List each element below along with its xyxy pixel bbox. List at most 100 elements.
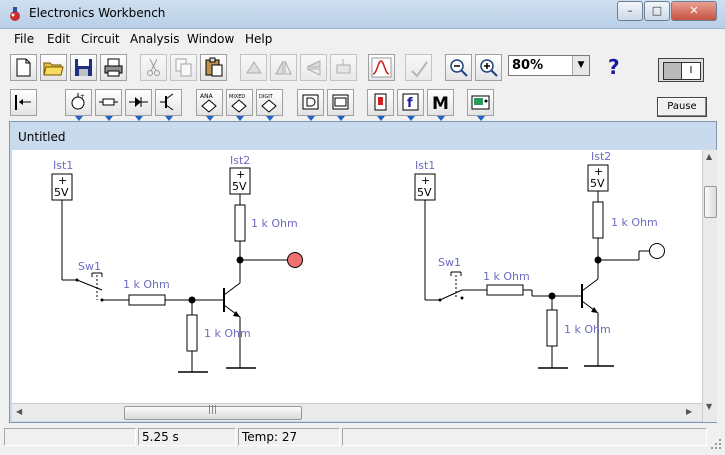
resistor-label: 1 k Ohm [564,323,611,336]
component-properties-button[interactable] [330,54,357,81]
battery-plus-label: + [594,165,603,178]
svg-text:f: f [407,96,413,111]
schematic-canvas[interactable]: + 5V + 5V + 5V + 5V Ist1 Ist2 1 k Ohm Sw… [12,150,702,413]
status-temperature: Temp: 27 [238,428,340,446]
miscellaneous-bin-button[interactable]: M [427,89,454,121]
diodes-bin-button[interactable] [125,89,152,121]
analysis-graphs-button[interactable] [368,54,395,81]
cut-button[interactable] [140,54,167,81]
misc-m-icon: M [432,94,449,113]
minimize-button[interactable]: – [617,1,643,21]
resistor-label: 1 k Ohm [483,270,530,283]
digital-bin-button[interactable] [327,89,354,121]
menu-help[interactable]: Help [245,32,273,46]
indicator-lamp-on[interactable] [287,252,303,268]
battery-voltage-label: 5V [54,186,69,199]
digital-ics-bin-button[interactable]: DIGIT [256,89,283,121]
menu-circuit[interactable]: Circuit [81,32,120,46]
logic-gate-icon [302,94,319,110]
flip-vertical-icon [306,60,321,76]
menu-window[interactable]: Window [187,32,235,46]
instruments-bin-button[interactable] [467,89,494,121]
sources-bin-button[interactable]: + [65,89,92,121]
controls-bin-button[interactable]: f [397,89,424,121]
parts-bin-toggle-button[interactable] [10,89,37,116]
source-label: Ist1 [53,159,73,172]
junction-dot [548,292,556,300]
power-switch[interactable]: I [658,58,704,82]
schematic: + 5V + 5V + 5V + 5V Ist1 Ist2 1 k Ohm Sw… [51,150,665,373]
zoom-out-button[interactable] [445,54,472,81]
transistors-bin-button[interactable] [155,89,182,121]
menu-bar: File Edit Circuit Analysis Window Help [0,29,725,49]
open-button[interactable] [40,54,67,81]
battery-voltage-label: 5V [590,177,605,190]
scroll-up-icon[interactable]: ▲ [706,152,713,161]
scissors-icon [147,58,160,76]
component-properties-icon [336,59,351,74]
print-button[interactable] [100,54,127,81]
window-title: Electronics Workbench [29,6,166,20]
horizontal-scroll-thumb[interactable]: ||| [124,405,302,420]
function-icon: f [402,93,419,111]
circuit-window: Untitled [9,121,717,423]
source-icon: + [71,93,85,110]
switch-blade-right [439,289,463,301]
svg-text:DIGIT: DIGIT [259,94,274,100]
parts-bin-icon [15,95,31,110]
menu-analysis[interactable]: Analysis [130,32,180,46]
indicators-bin-button[interactable] [367,89,394,121]
source-label: Ist2 [591,150,611,163]
copy-button[interactable] [170,54,197,81]
open-folder-icon [43,62,64,76]
flip-vertical-button[interactable] [300,54,327,81]
flip-horizontal-button[interactable] [270,54,297,81]
junction-dot [594,256,602,264]
chevron-down-icon[interactable]: ▼ [572,56,589,75]
scroll-right-icon[interactable]: ▶ [686,407,693,416]
power-switch-knob: I [681,63,700,79]
battery-plus-label: + [58,174,67,187]
paste-clipboard-icon [205,57,223,77]
new-file-icon [16,58,31,77]
vertical-scroll-thumb[interactable] [704,186,717,218]
logic-gates-bin-button[interactable] [297,89,324,121]
junction-dot [236,256,244,264]
scroll-left-icon[interactable]: ◀ [16,407,23,416]
resize-grip-icon[interactable] [710,438,722,450]
copy-icon [175,58,192,77]
close-button[interactable]: ✕ [671,1,717,21]
analog-ics-bin-button[interactable]: ANA [196,89,223,121]
paste-button[interactable] [200,54,227,81]
vertical-scrollbar[interactable]: ▲ ▼ [702,150,717,422]
scroll-down-icon[interactable]: ▼ [706,402,713,411]
switch-label: Sw1 [78,260,101,273]
resistor-label: 1 k Ohm [611,216,658,229]
svg-text:MIXED: MIXED [229,94,245,100]
resistor-icon [99,98,118,106]
indicator-lamp-off[interactable] [649,243,665,259]
basic-bin-button[interactable] [95,89,122,121]
zoom-value: 80% [512,58,544,73]
create-subcircuit-button[interactable] [405,54,432,81]
instrument-icon [471,95,490,110]
diode-icon [129,97,148,107]
pause-button[interactable]: Pause [657,97,707,117]
menu-file[interactable]: File [14,32,35,46]
svg-text:+: + [80,93,85,100]
new-button[interactable] [10,54,37,81]
mixed-ics-bin-button[interactable]: MIXED [226,89,253,121]
zoom-in-button[interactable] [475,54,502,81]
save-button[interactable] [70,54,97,81]
help-button[interactable]: ? [600,54,630,81]
maximize-button[interactable]: □ [644,1,670,21]
rotate-button[interactable] [240,54,267,81]
zoom-select[interactable]: 80% ▼ [508,55,590,76]
resistor-base-right [486,284,524,296]
status-bar: 5.25 s Temp: 27 [0,426,725,455]
menu-edit[interactable]: Edit [47,32,71,46]
indicator-icon [374,93,387,111]
transistor-icon [160,93,174,111]
mixed-ic-icon: MIXED [229,94,247,113]
horizontal-scrollbar[interactable]: ◀ ||| ▶ [12,403,702,421]
